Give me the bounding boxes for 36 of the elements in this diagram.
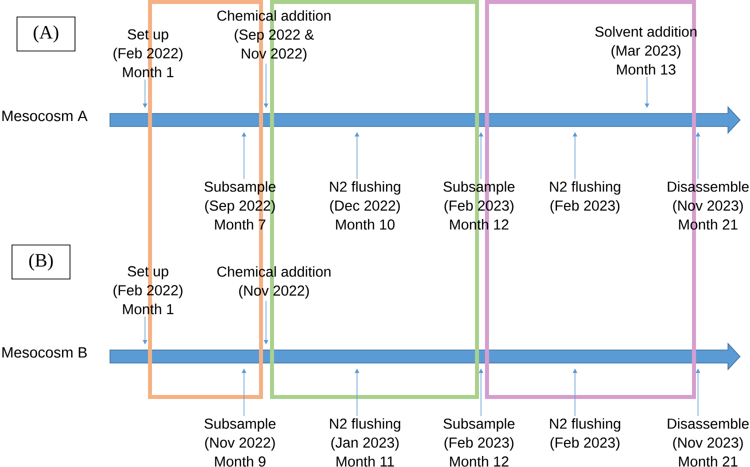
arrow [696,132,700,180]
event-label: Set up (Feb 2022) Month 1 [114,266,182,314]
panel-label: (A) [16,16,76,52]
event-label: N2 flushing (Feb 2023) [550,418,620,451]
arrow [142,316,148,344]
event-label: Solvent addition (Mar 2023) Month 13 [595,26,696,75]
event-label: Subsample (Sep 2022) Month 7 [204,181,276,230]
arrow [354,132,360,180]
event-label: N2 flushing (Feb 2023) [550,181,620,214]
arrow [264,63,268,108]
timeline-arrow [110,342,741,371]
panel-label: (B) [12,244,70,280]
event-label: Disassemble (Nov 2023) Month 21 [668,418,749,467]
event-label: Chemical addition (Sep 2022 & Nov 2022) [217,10,330,62]
arrow [696,368,700,416]
arrow [478,132,484,180]
timeline-label: Mesocosm A [2,110,88,122]
event-label: N2 flushing (Dec 2022) Month 10 [330,181,400,230]
arrow [478,368,484,416]
event-label: Subsample (Feb 2023) Month 12 [444,418,514,467]
arrow [242,132,246,180]
event-label: Set up (Feb 2022) Month 1 [114,29,182,78]
event-label: Disassemble (Nov 2023) Month 21 [668,181,749,230]
event-label: Subsample (Feb 2023) Month 12 [444,181,514,230]
arrow [572,132,578,180]
arrow [264,300,268,344]
arrow [572,368,578,416]
arrow [142,79,148,108]
arrow [644,76,650,108]
timeline-label: Mesocosm B [2,347,87,358]
arrow [242,368,246,416]
event-label: Chemical addition (Nov 2022) [217,266,330,299]
arrow [354,368,360,416]
event-label: N2 flushing (Jan 2023) Month 11 [330,418,400,467]
timeline-arrow [110,106,741,134]
event-label: Subsample (Nov 2022) Month 9 [204,418,276,467]
